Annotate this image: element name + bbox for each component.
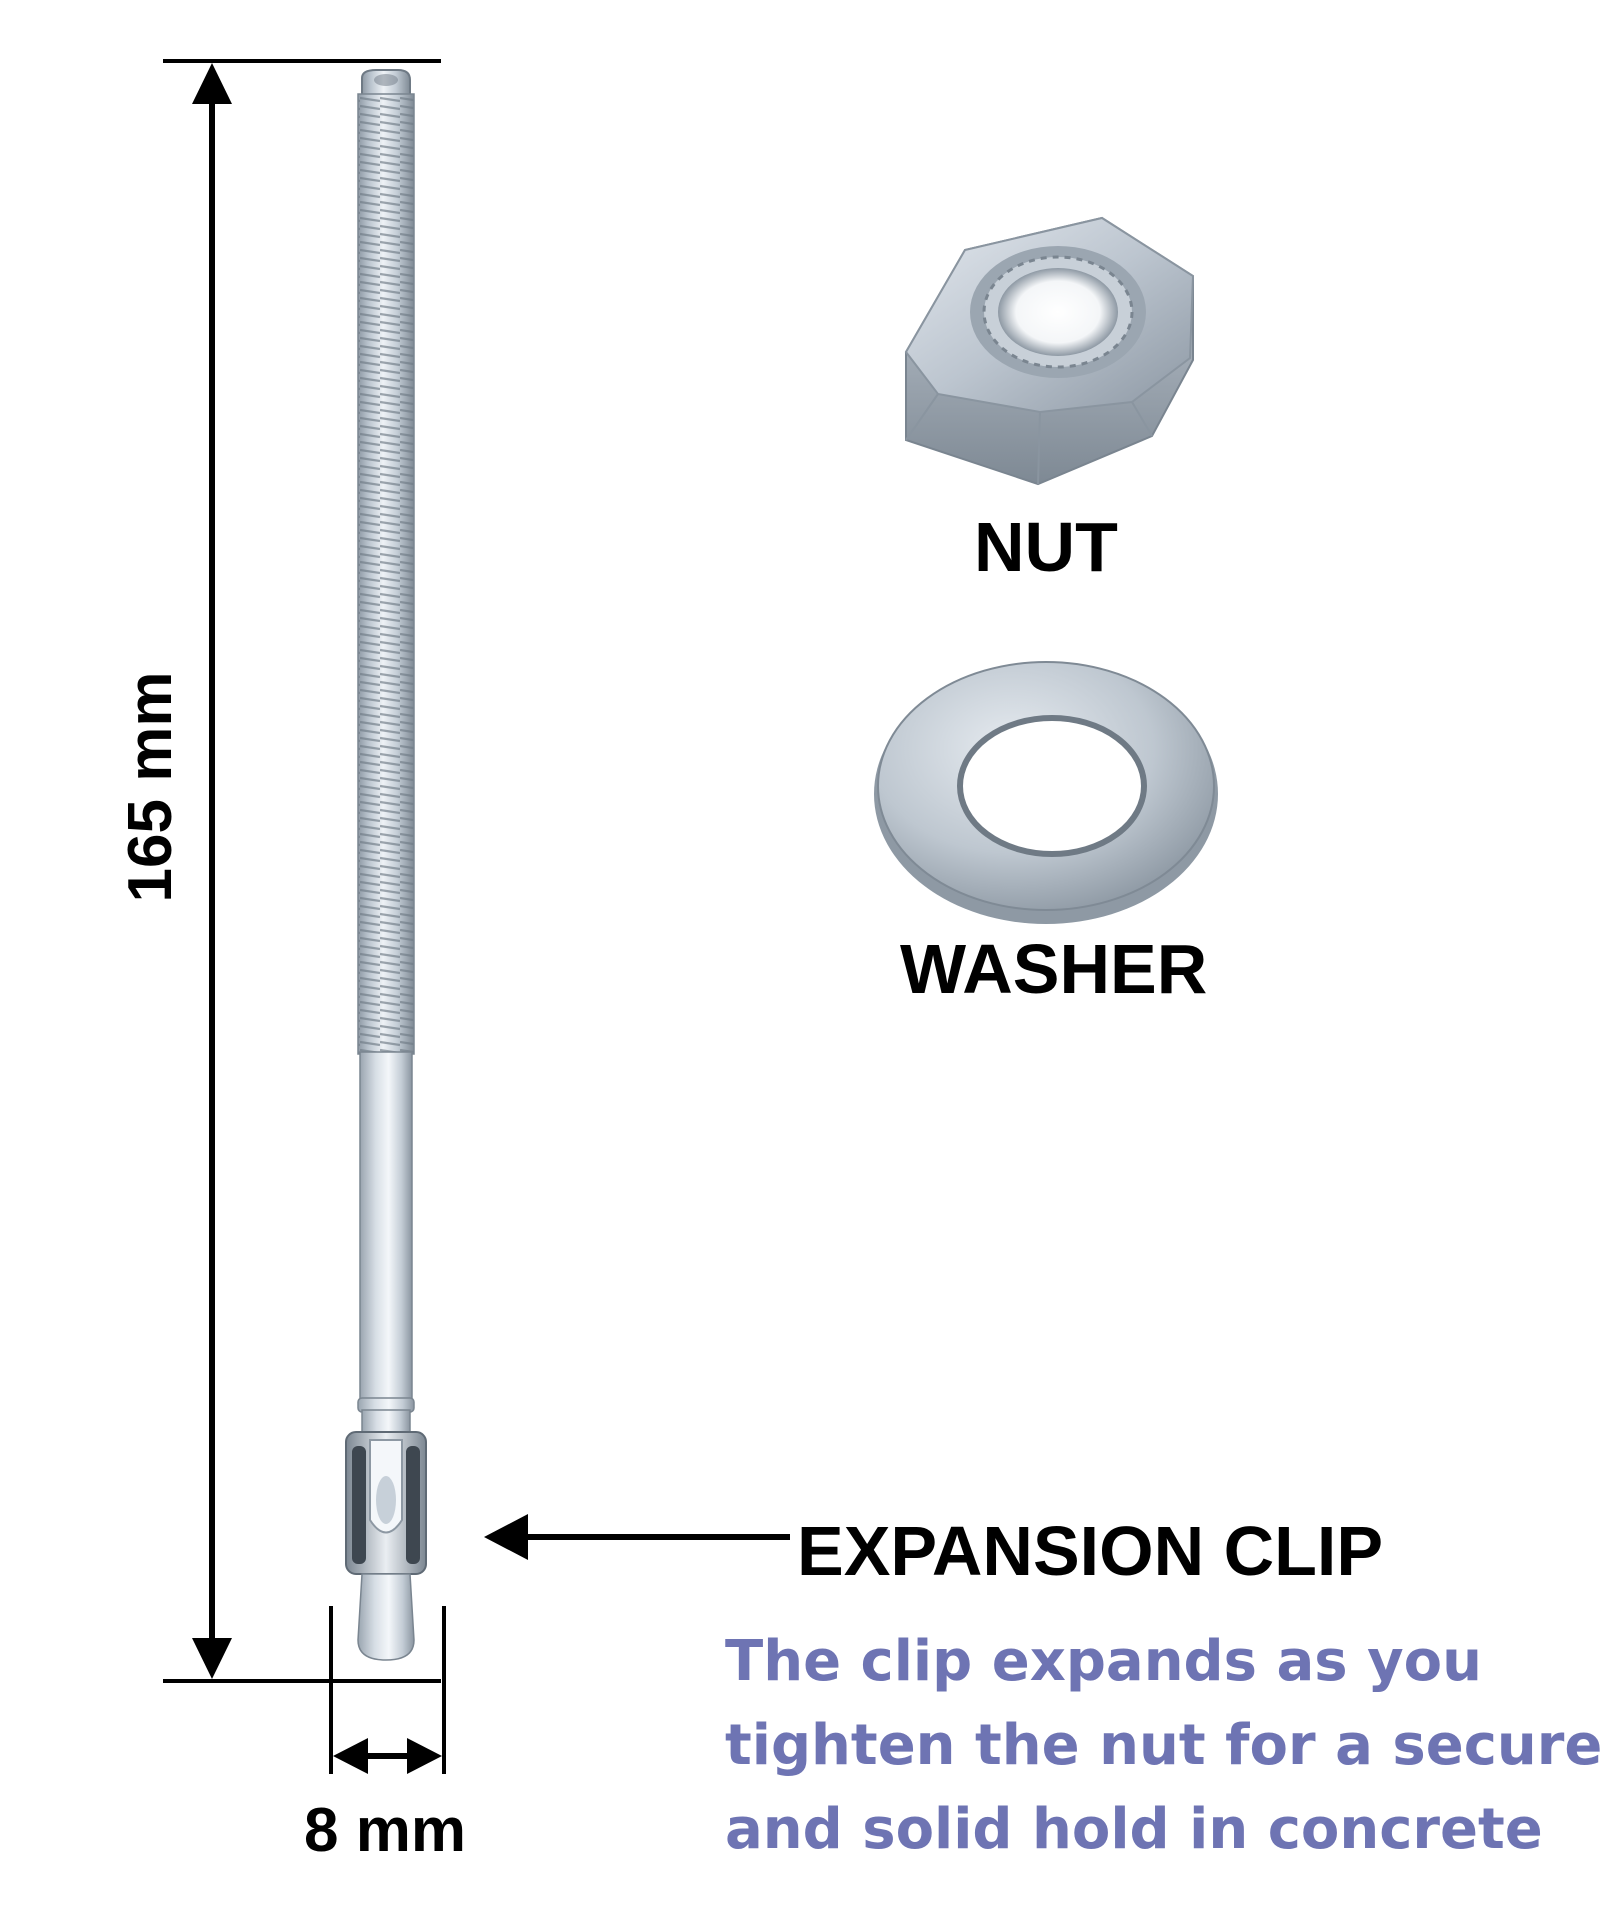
- width-dimension: [329, 1606, 446, 1774]
- pointer-arrow-icon: [484, 1514, 528, 1560]
- washer-label: WASHER: [900, 930, 1208, 1008]
- height-arrow-bottom-icon: [192, 1638, 232, 1679]
- width-dimension-label: 8 mm: [304, 1796, 466, 1865]
- height-dimension-label: 165 mm: [116, 671, 185, 903]
- caption-text: The clip expands as you tighten the nut …: [725, 1620, 1603, 1872]
- expansion-clip-part: [345, 1431, 427, 1575]
- caption-line-2: tighten the nut for a secure: [725, 1713, 1603, 1778]
- expansion-clip-label: EXPANSION CLIP: [797, 1512, 1384, 1590]
- bolt-shank: [359, 1051, 413, 1401]
- width-arrow-right-icon: [407, 1738, 442, 1774]
- washer-image: [874, 661, 1218, 924]
- height-arrow-top-icon: [192, 63, 232, 104]
- nut-image: [904, 216, 1195, 486]
- height-dimension: [163, 59, 441, 1683]
- expansion-clip-pointer: [484, 1514, 790, 1560]
- caption-line-1: The clip expands as you: [725, 1629, 1482, 1694]
- bolt-cone-end: [357, 1573, 415, 1661]
- width-arrow-left-icon: [333, 1738, 368, 1774]
- nut-label: NUT: [974, 508, 1118, 586]
- washer-hole: [957, 715, 1147, 857]
- caption-line-3: and solid hold in concrete: [725, 1797, 1543, 1862]
- anchor-bolt-image: [345, 69, 427, 1661]
